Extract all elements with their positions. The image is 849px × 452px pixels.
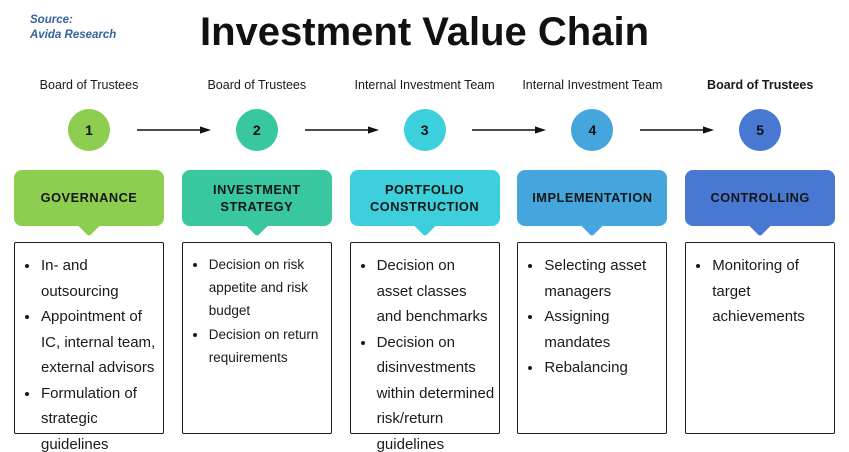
bubble-tail (76, 212, 102, 237)
step-number: 3 (420, 122, 429, 138)
step-circle-4: 4 (571, 109, 614, 151)
bullet-list: Decision on asset classes and benchmarks… (355, 253, 495, 452)
stage-card-investment-strategy: Decision on risk appetite and risk budge… (181, 242, 332, 434)
bullet-item: Decision on asset classes and benchmarks (376, 253, 495, 330)
bullet-item: Decision on risk appetite and risk budge… (208, 253, 327, 323)
arrow-icon (304, 126, 379, 134)
stage-bubble-implementation: IMPLEMENTATION (517, 170, 668, 237)
bullet-list: Decision on risk appetite and risk budge… (187, 253, 327, 369)
bullet-item: In- and outsourcing (40, 253, 159, 304)
arrow-icon (640, 126, 715, 134)
step-circle-1: 1 (68, 109, 110, 151)
bubble-tail (412, 212, 437, 237)
stage-bubble-investment-strategy: INVESTMENT STRATEGY (181, 170, 332, 237)
step-circle-5: 5 (739, 109, 782, 151)
bullet-item: Formulation of strategic guidelines (40, 381, 159, 452)
step-number: 5 (756, 122, 765, 138)
stage-column-investment-strategy: Board of Trustees 2 INVESTMENT STRATEGY … (181, 68, 332, 434)
actor-label: Internal Investment Team (522, 78, 663, 92)
actor-label: Board of Trustees (207, 78, 307, 92)
stage-column-controlling: Board of Trustees 5 CONTROLLING Monitori… (685, 68, 836, 434)
stage-grid: Board of Trustees 1 GOVERNANCE In- and o… (14, 68, 836, 452)
stage-bubble-label: INVESTMENT STRATEGY (213, 181, 301, 214)
step-number: 4 (588, 122, 597, 138)
stage-bubble-label: CONTROLLING (710, 190, 810, 206)
bubble-tail (580, 212, 605, 237)
arrow-icon (136, 126, 211, 134)
step-number: 1 (85, 122, 93, 138)
source-note-line2: Avida Research (30, 29, 117, 42)
source-note-line1: Source: (30, 14, 73, 26)
bullet-item: Decision on disinvestments within determ… (376, 330, 495, 452)
stage-column-governance: Board of Trustees 1 GOVERNANCE In- and o… (14, 68, 164, 452)
bullet-list: Monitoring of target achievements (690, 253, 830, 330)
actor-label: Board of Trustees (707, 78, 814, 92)
stage-bubble-portfolio-construction: PORTFOLIO CONSTRUCTION (349, 170, 500, 237)
page-title: Investment Value Chain (199, 10, 650, 54)
stage-bubble-label: IMPLEMENTATION (532, 190, 653, 206)
actor-label: Board of Trustees (39, 78, 139, 92)
stage-bubble-governance: GOVERNANCE (14, 170, 164, 237)
stage-column-implementation: Internal Investment Team 4 IMPLEMENTATIO… (517, 68, 668, 434)
actor-label: Internal Investment Team (354, 78, 495, 92)
stage-bubble-label: PORTFOLIO CONSTRUCTION (370, 181, 480, 214)
arrow-icon (472, 126, 547, 134)
bullet-item: Rebalancing (543, 355, 662, 381)
stage-column-portfolio-construction: Internal Investment Team 3 PORTFOLIO CON… (349, 68, 500, 452)
bullet-item: Monitoring of target achievements (711, 253, 830, 330)
bullet-list: Selecting asset managers Assigning manda… (522, 253, 662, 381)
stage-card-governance: In- and outsourcing Appointment of IC, i… (14, 242, 164, 452)
bullet-list: In- and outsourcing Appointment of IC, i… (19, 253, 159, 452)
bullet-item: Selecting asset managers (543, 253, 662, 304)
stage-card-implementation: Selecting asset managers Assigning manda… (517, 242, 668, 434)
step-circle-2: 2 (235, 109, 278, 151)
stage-card-controlling: Monitoring of target achievements (685, 242, 836, 434)
bubble-tail (244, 212, 269, 237)
stage-bubble-label: GOVERNANCE (40, 190, 138, 206)
stage-bubble-controlling: CONTROLLING (685, 170, 836, 237)
bullet-item: Decision on return requirements (208, 323, 327, 369)
bullet-item: Assigning mandates (543, 304, 662, 355)
stage-card-portfolio-construction: Decision on asset classes and benchmarks… (349, 242, 500, 452)
bubble-tail (748, 212, 773, 237)
bullet-item: Appointment of IC, internal team, extern… (40, 304, 159, 381)
source-note: Source: Avida Research (30, 13, 116, 43)
step-number: 2 (252, 122, 261, 138)
step-circle-3: 3 (403, 109, 446, 151)
